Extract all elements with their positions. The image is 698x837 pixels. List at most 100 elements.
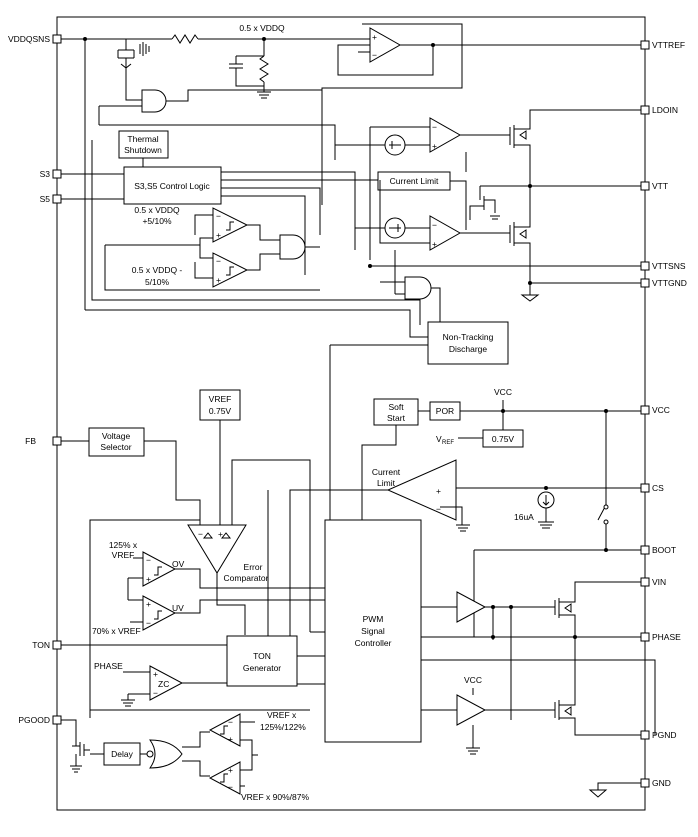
pin-label: S3 (40, 169, 51, 179)
vcc-top-label: VCC (494, 387, 512, 397)
amp-minus: − (228, 782, 233, 792)
vref-top-line1: VREF (209, 394, 232, 404)
error-comparator (187, 524, 247, 574)
hysteresis-icon (220, 725, 228, 735)
pg-comparator-hi (208, 713, 241, 747)
pin-label: VTT (652, 181, 668, 191)
soft-start-line2: Start (387, 413, 406, 423)
amp-plus: + (146, 574, 151, 584)
resistor-icon (259, 55, 269, 83)
delay-label: Delay (111, 749, 133, 759)
zc-comparator (149, 665, 184, 701)
ov-ref-line2: VREF (112, 550, 135, 560)
amp-plus: + (216, 230, 221, 240)
amp-plus: + (218, 529, 223, 539)
thermal-line1: Thermal (127, 134, 158, 144)
control-logic-label: S3,S5 Control Logic (134, 181, 210, 191)
pin-label: VDDQSNS (8, 34, 50, 44)
and-gate-vttref (141, 89, 167, 113)
pin-pgood: PGOOD (18, 715, 62, 725)
pg-comparator-lo (208, 761, 241, 795)
amp-plus: + (228, 765, 233, 775)
pin-label: PGOOD (18, 715, 50, 725)
pin-label: VTTGND (652, 278, 687, 288)
pin-label: VTTSNS (652, 261, 686, 271)
pin-vcc: VCC (640, 405, 670, 415)
pin-vtt: VTT (640, 181, 668, 191)
pin-label: BOOT (652, 545, 676, 555)
amp-minus: − (146, 618, 151, 628)
ov-label: OV (172, 559, 185, 569)
win-hi-line1: 0.5 x VDDQ (134, 205, 180, 215)
voltage-selector-line1: Voltage (102, 431, 131, 441)
pin-label: VTTREF (652, 40, 685, 50)
pin-vttref: VTTREF (640, 40, 685, 50)
amp-plus: + (372, 32, 377, 42)
error-comp-line2: Comparator (224, 573, 269, 583)
non-tracking-line2: Discharge (449, 344, 488, 354)
pin-label: CS (652, 483, 664, 493)
pin-label: TON (32, 640, 50, 650)
pin-ldoin: LDOIN (640, 105, 678, 115)
hysteresis-icon (154, 566, 162, 576)
pin-label: VIN (652, 577, 666, 587)
current-limit-pwm-amp (386, 459, 457, 521)
amp-plus: + (432, 239, 437, 249)
ov-ref-line1: 125% x (109, 540, 138, 550)
error-comp-line1: Error (244, 562, 263, 572)
high-side-driver (456, 591, 487, 623)
vref-label: V (436, 434, 442, 444)
phase-in-label: PHASE (94, 661, 123, 671)
current-limit-pwm-line2: Limit (377, 478, 396, 488)
soft-start-line1: Soft (388, 402, 404, 412)
pwm-controller-box (324, 519, 422, 743)
amp-minus: − (432, 220, 437, 230)
amp-minus: − (216, 211, 221, 221)
pg-lo-label: VREF x 90%/87% (241, 792, 309, 802)
pin-cs: CS (640, 483, 664, 493)
ton-gen-line1: TON (253, 651, 271, 661)
win-lo-line1: 0.5 x VDDQ - (132, 265, 183, 275)
pwm-line1: PWM (363, 614, 384, 624)
pg-hi-line1: VREF x (267, 710, 297, 720)
amp-minus: − (153, 688, 158, 698)
pin-s5: S5 (40, 194, 62, 204)
current-limit-ldo-label: Current Limit (390, 176, 439, 186)
thermal-line2: Shutdown (124, 145, 162, 155)
pin-gnd: GND (640, 778, 671, 788)
vref-top-box (199, 389, 241, 421)
resistor-icon (171, 34, 199, 44)
ov-comparator (142, 551, 177, 587)
ton-gen-line2: Generator (243, 663, 281, 673)
hysteresis-icon (154, 610, 162, 620)
voltage-selector-box (88, 427, 145, 457)
amp-plus: + (432, 141, 437, 151)
pin-s3: S3 (40, 169, 62, 179)
amp-minus: − (216, 256, 221, 266)
or-gate-pgood (149, 739, 183, 769)
pg-hi-line2: 125%/122% (260, 722, 306, 732)
amp-plus: + (146, 599, 151, 609)
pin-fb: FB (25, 436, 62, 446)
amp-minus: − (432, 122, 437, 132)
pin-label: PGND (652, 730, 677, 740)
voltage-selector-line2: Selector (100, 442, 131, 452)
pin-label: S5 (40, 194, 51, 204)
vref-sub: REF (442, 440, 454, 446)
por-label: POR (436, 406, 454, 416)
pin-label: GND (652, 778, 671, 788)
and-gate-window (279, 234, 306, 260)
pwm-line3: Controller (355, 638, 392, 648)
amp-plus: + (153, 669, 158, 679)
win-lo-line2: 5/10% (145, 277, 170, 287)
vref-top-line2: 0.75V (209, 406, 232, 416)
zc-label: ZC (158, 679, 169, 689)
win-hi-line2: +5/10% (142, 216, 172, 226)
cs-current-label: 16uA (514, 512, 534, 522)
low-side-driver (456, 694, 487, 726)
vcc-driver-label: VCC (464, 675, 482, 685)
current-limit-pwm-line1: Current (372, 467, 401, 477)
non-tracking-line1: Non-Tracking (443, 332, 494, 342)
amp-minus: − (198, 529, 203, 539)
pin-vttsns: VTTSNS (640, 261, 686, 271)
